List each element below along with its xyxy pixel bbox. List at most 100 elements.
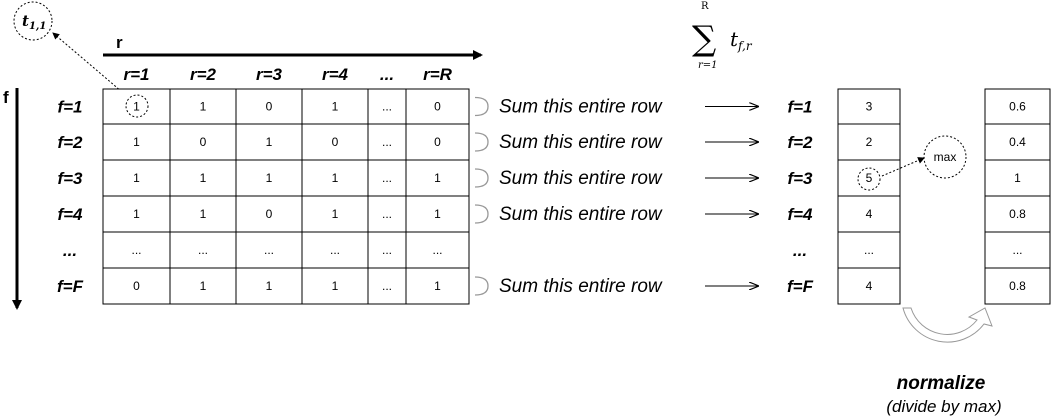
row-sum-cell (837, 195, 901, 233)
normalized-column: 0.60.410.8...0.8 (984, 88, 1051, 305)
formula-upper-limit: R (701, 1, 709, 12)
row-sum-cell (837, 267, 901, 305)
matrix-cell-value: 1 (133, 135, 140, 149)
row-brace (474, 204, 489, 224)
matrix-cell-value: ... (264, 243, 274, 257)
matrix-cell-value: ... (382, 243, 392, 257)
max-callout: max (857, 135, 967, 191)
matrix-cell-value: 1 (133, 100, 140, 114)
matrix-cell-value: ... (382, 135, 392, 149)
normalize-title: normalize (897, 373, 986, 394)
matrix-cell (235, 123, 303, 161)
row-sum-column: 3 2 5 4... 4 (837, 88, 901, 305)
row-header: f=4 (57, 205, 83, 224)
matrix-cell (169, 267, 237, 305)
sum-row-text: Sum this entire row (499, 132, 663, 153)
matrix-cell (102, 267, 171, 305)
column-header: r=2 (190, 65, 217, 84)
row-brace (474, 168, 489, 188)
row-sum-value: 4 (866, 207, 873, 221)
cell-callout-circle (13, 1, 53, 41)
row-sum-value: 4 (866, 279, 873, 293)
matrix-cell (301, 267, 369, 305)
matrix-cell-value: ... (432, 243, 442, 257)
matrix-cell-value: ... (382, 207, 392, 221)
normalized-cell (984, 88, 1051, 125)
matrix-cell-value: 0 (200, 135, 207, 149)
row-sum-value: 2 (866, 135, 873, 149)
normalize-arrow-shape (902, 307, 993, 343)
row-header: f=3 (57, 169, 83, 188)
matrix-cell-value: 1 (200, 171, 207, 185)
sum-row-text: Sum this entire row (499, 276, 663, 297)
normalize-subtitle: (divide by max) (886, 397, 1001, 416)
row-sum-cell (837, 88, 901, 125)
row-sum-cell (837, 231, 901, 269)
matrix-cell (235, 195, 303, 233)
matrix-cell-value: 1 (434, 279, 441, 293)
normalized-cell (984, 159, 1051, 197)
matrix-cell-value: 1 (133, 171, 140, 185)
column-header: ... (380, 65, 394, 84)
sum-row-text: Sum this entire row (499, 168, 663, 189)
row-sum-value: ... (864, 243, 874, 257)
sum-row-text: Sum this entire row (499, 97, 663, 118)
matrix-cell (301, 231, 369, 269)
row-sum-label: f=2 (787, 133, 813, 152)
cell-highlight-circle (125, 94, 149, 118)
row-sum-label: f=F (787, 277, 814, 296)
matrix-cell (102, 88, 171, 125)
column-header: r=R (423, 65, 453, 84)
matrix-cell-value: 1 (332, 207, 339, 221)
matrix-cell-value: 1 (266, 279, 273, 293)
matrix-cell (235, 159, 303, 197)
matrix-cell-value: 1 (266, 135, 273, 149)
matrix-cell (169, 88, 237, 125)
normalized-value: 0.8 (1009, 207, 1026, 221)
matrix-cell-value: ... (330, 243, 340, 257)
normalized-value: 1 (1014, 171, 1021, 185)
matrix-cell-value: 0 (434, 100, 441, 114)
row-sum-cell (837, 123, 901, 161)
row-sum-value: 5 (866, 171, 873, 185)
row-header: f=2 (57, 133, 83, 152)
matrix-cell-value: 1 (434, 207, 441, 221)
normalized-cell (984, 231, 1051, 269)
matrix-cell-value: 1 (200, 207, 207, 221)
row-brace (474, 276, 489, 296)
matrix-cell-value: 1 (332, 100, 339, 114)
matrix-cell-value: 1 (332, 279, 339, 293)
row-brace (474, 132, 489, 152)
matrix-cell-value: ... (382, 279, 392, 293)
row-sum-labels: f=1f=2f=3f=4...f=F (787, 98, 814, 297)
normalized-cell (984, 267, 1051, 305)
row-headers: f=1f=2f=3f=4...f=F (57, 98, 84, 297)
cell-callout-pointer (52, 32, 129, 98)
normalized-value: ... (1012, 243, 1022, 257)
matrix-cell-value: ... (198, 243, 208, 257)
matrix-cell-value: 1 (200, 100, 207, 114)
matrix-cell-value: 0 (266, 100, 273, 114)
matrix-cell (405, 195, 470, 233)
f-axis-label: f (3, 88, 9, 107)
matrix-cell (405, 159, 470, 197)
matrix-cell (405, 88, 470, 125)
sum-row-text: Sum this entire row (499, 204, 663, 225)
normalized-value: 0.8 (1009, 279, 1026, 293)
matrix-cell (102, 195, 171, 233)
row-header: ... (63, 241, 77, 260)
row-sum-label: f=4 (787, 205, 813, 224)
row-header: f=1 (57, 98, 82, 117)
matrix-cell (235, 231, 303, 269)
matrix-cell-value: 1 (434, 171, 441, 185)
row-brace (474, 96, 489, 117)
matrix-cell-value: ... (131, 243, 141, 257)
f-axis: f f=1f=2f=3f=4...f=F (3, 88, 84, 310)
matrix-cell (301, 159, 369, 197)
row-sum-label: ... (793, 241, 807, 260)
row-sum-label: f=3 (787, 169, 813, 188)
row-sum-value: 3 (866, 100, 873, 114)
